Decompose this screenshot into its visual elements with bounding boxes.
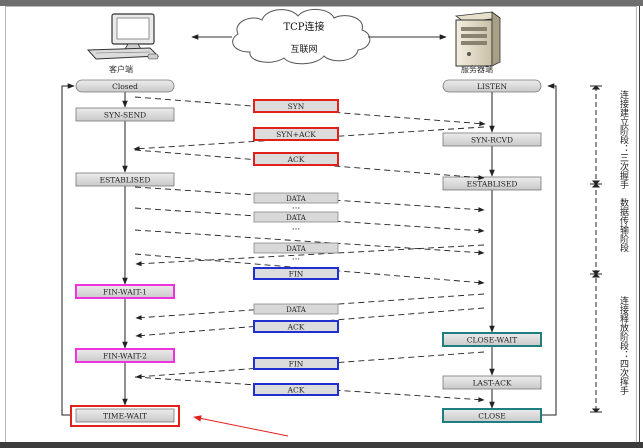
server-state-close: CLOSE [442, 408, 542, 423]
client-loop-line [61, 83, 75, 416]
svg-text:DATA: DATA [286, 195, 307, 203]
server-tower-icon [454, 11, 502, 67]
client-state-closed: Closed [75, 79, 175, 93]
server-loop-line [542, 85, 557, 416]
svg-text:CLOSE-WAIT: CLOSE-WAIT [467, 336, 517, 345]
packet-data1: DATA [253, 192, 339, 204]
server-state-syn-rcvd: SYN-RCVD [442, 132, 542, 147]
packet-fin2: FIN [253, 357, 339, 370]
svg-text:ESTABLISED: ESTABLISED [467, 180, 518, 189]
svg-text:SYN-SEND: SYN-SEND [104, 111, 146, 120]
svg-text:FIN-WAIT-1: FIN-WAIT-1 [103, 288, 147, 297]
packet-syn: SYN [253, 99, 339, 113]
svg-text:ACK: ACK [287, 155, 305, 164]
arrow-data3 [134, 229, 485, 256]
client-state-established: ESTABLISED [75, 172, 175, 187]
data-ellipsis-2: ··· [292, 225, 301, 235]
server-label: 服务器端 [461, 64, 493, 74]
svg-text:SYN: SYN [288, 102, 305, 111]
svg-text:FIN-WAIT-2: FIN-WAIT-2 [103, 352, 147, 361]
client-state-time-wait: TIME-WAIT [70, 405, 180, 427]
packet-ack3: ACK [253, 383, 339, 396]
packet-fin1: FIN [253, 267, 339, 280]
phase-brackets [590, 85, 602, 413]
data-ellipsis-1: ··· [292, 204, 301, 214]
phase-release-label: 连接释放阶段：四次挥手 [618, 295, 629, 396]
data-ellipsis-3: ··· [292, 255, 301, 265]
time-wait-pointer-arrow [193, 415, 289, 437]
server-state-last-ack: LAST-ACK [442, 375, 542, 390]
network-subtitle: 互联网 [290, 44, 317, 55]
svg-text:DATA: DATA [286, 245, 307, 253]
svg-text:ACK: ACK [287, 323, 305, 332]
svg-text:CLOSE: CLOSE [478, 412, 505, 421]
svg-text:Closed: Closed [112, 82, 138, 91]
packet-data3: DATA [253, 242, 339, 254]
packet-data2: DATA [253, 211, 339, 223]
svg-text:DATA: DATA [286, 306, 307, 314]
right-edge-line [639, 6, 640, 442]
client-label: 客户端 [109, 64, 133, 74]
client-state-fin-wait-2: FIN-WAIT-2 [75, 348, 175, 363]
packet-syn-ack: SYN+ACK [253, 127, 339, 141]
svg-text:ACK: ACK [287, 386, 305, 395]
internet-cloud-icon [232, 9, 371, 65]
top-border [0, 0, 643, 6]
phase-transfer-label: 数据传输阶段 [618, 197, 629, 253]
client-computer-icon [86, 13, 160, 60]
packet-ack2: ACK [253, 320, 339, 333]
svg-text:SYN-RCVD: SYN-RCVD [471, 136, 513, 145]
svg-text:LISTEN: LISTEN [477, 82, 508, 91]
svg-text:LAST-ACK: LAST-ACK [473, 379, 512, 388]
svg-text:FIN: FIN [289, 360, 304, 369]
client-state-syn-send: SYN-SEND [75, 107, 175, 122]
arrow-fin1-from-server [135, 244, 485, 267]
svg-text:TIME-WAIT: TIME-WAIT [103, 412, 147, 421]
server-state-listen: LISTEN [442, 79, 542, 93]
packet-data4: DATA [253, 303, 339, 315]
server-state-close-wait: CLOSE-WAIT [442, 332, 542, 347]
network-title: TCP连接 [283, 20, 324, 33]
phase-handshake-label: 连接建立阶段：三次握手 [618, 89, 629, 190]
svg-text:DATA: DATA [286, 214, 307, 222]
svg-text:ESTABLISED: ESTABLISED [100, 176, 151, 185]
server-state-established: ESTABLISED [442, 176, 542, 191]
packet-ack1: ACK [253, 152, 339, 166]
client-state-fin-wait-1: FIN-WAIT-1 [75, 284, 175, 299]
svg-text:FIN: FIN [289, 270, 304, 279]
bottom-border [0, 442, 643, 448]
svg-text:SYN+ACK: SYN+ACK [276, 130, 316, 139]
